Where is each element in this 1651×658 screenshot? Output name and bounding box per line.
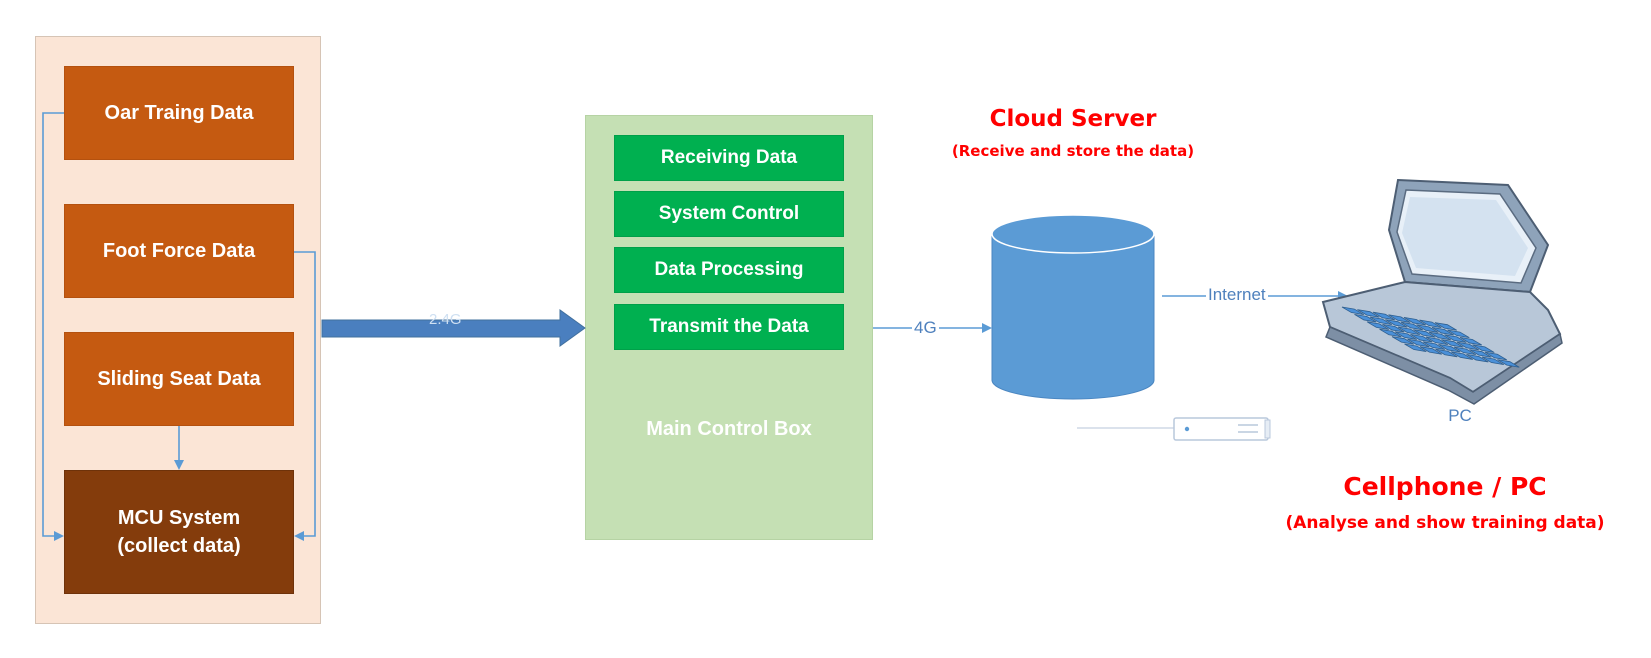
database-cylinder-icon: [991, 214, 1155, 400]
keyboard-key: [1456, 341, 1479, 351]
wireless-link-label: 2.4G: [429, 311, 462, 328]
foot-to-mcu-connector: [294, 251, 316, 541]
main-control-box-label: Main Control Box: [646, 418, 812, 440]
keyboard-key: [1447, 329, 1470, 339]
pc-label: PC: [1448, 406, 1472, 425]
keyboard-key: [1372, 311, 1395, 321]
keyboard-key: [1379, 328, 1402, 338]
keyboard-key: [1400, 321, 1423, 331]
keyboard-key: [1459, 337, 1482, 346]
keyboard-key: [1438, 344, 1461, 353]
keyboard-key: [1431, 327, 1454, 336]
keyboard-key: [1413, 329, 1436, 338]
keyboard-key: [1466, 354, 1489, 363]
keyboard-key: [1419, 319, 1442, 329]
mcu-system-box: MCU System (collect data): [64, 470, 294, 594]
keyboard-key: [1434, 322, 1457, 331]
transmit-data-box: Transmit the Data: [614, 304, 844, 350]
cellphone-pc-subtitle: (Analyse and show training data): [1285, 513, 1605, 533]
keyboard-key: [1397, 326, 1420, 336]
cloud-server-subtitle: (Receive and store the data): [951, 142, 1195, 160]
sliding-seat-data-box: Sliding Seat Data: [64, 332, 294, 426]
laptop-keyboard: [1341, 306, 1520, 368]
foot-force-data-label: Foot Force Data: [102, 239, 256, 262]
mcu-system-title: MCU System: [117, 507, 241, 529]
keyboard-key: [1354, 314, 1377, 323]
keyboard-key: [1428, 331, 1451, 341]
wireless-arrow: [321, 309, 586, 347]
keyboard-key: [1481, 356, 1504, 366]
sliding-seat-data-label: Sliding Seat Data: [97, 367, 261, 390]
keyboard-key: [1422, 341, 1445, 350]
keyboard-key: [1472, 344, 1495, 353]
keyboard-key: [1444, 334, 1467, 343]
keyboard-key: [1369, 316, 1392, 326]
receiving-data-label: Receiving Data: [660, 147, 798, 168]
keyboard-key: [1385, 319, 1408, 328]
data-processing-label: Data Processing: [654, 259, 804, 280]
keyboard-key: [1450, 351, 1473, 360]
keyboard-key: [1453, 346, 1476, 356]
keyboard-key: [1357, 309, 1380, 318]
keyboard-key: [1407, 338, 1430, 348]
system-control-label: System Control: [658, 203, 800, 224]
keyboard-key: [1341, 306, 1364, 316]
data-processing-box: Data Processing: [614, 247, 844, 293]
keyboard-key: [1497, 359, 1520, 368]
cellphone-pc-title: Cellphone / PC: [1343, 472, 1547, 501]
keyboard-key: [1419, 346, 1442, 355]
keyboard-key: [1484, 351, 1507, 361]
oar-training-data-label: Oar Traing Data: [104, 101, 254, 124]
mcu-system-subtitle: (collect data): [117, 535, 241, 557]
keyboard-key: [1404, 343, 1427, 353]
network-device-icon: [1077, 417, 1271, 441]
keyboard-key: [1394, 331, 1417, 340]
keyboard-key: [1382, 324, 1405, 333]
receiving-data-box: Receiving Data: [614, 135, 844, 181]
keyboard-key: [1391, 336, 1414, 345]
keyboard-key: [1403, 317, 1426, 326]
keyboard-key: [1425, 336, 1448, 346]
transmit-data-label: Transmit the Data: [649, 316, 809, 337]
oar-training-data-box: Oar Traing Data: [64, 66, 294, 160]
keyboard-key: [1388, 314, 1411, 323]
cloud-server-title: Cloud Server: [989, 106, 1157, 132]
internet-link-label: Internet: [1206, 285, 1268, 305]
keyboard-key: [1441, 339, 1464, 348]
foot-force-data-box: Foot Force Data: [64, 204, 294, 298]
keyboard-key: [1366, 321, 1389, 330]
keyboard-key: [1435, 348, 1458, 358]
system-control-box: System Control: [614, 191, 844, 237]
keyboard-key: [1469, 349, 1492, 358]
laptop-icon: [1321, 178, 1563, 405]
keyboard-key: [1410, 334, 1433, 343]
oar-to-mcu-connector: [42, 112, 64, 541]
keyboard-key: [1416, 324, 1439, 333]
cellular-link-label: 4G: [912, 318, 939, 338]
